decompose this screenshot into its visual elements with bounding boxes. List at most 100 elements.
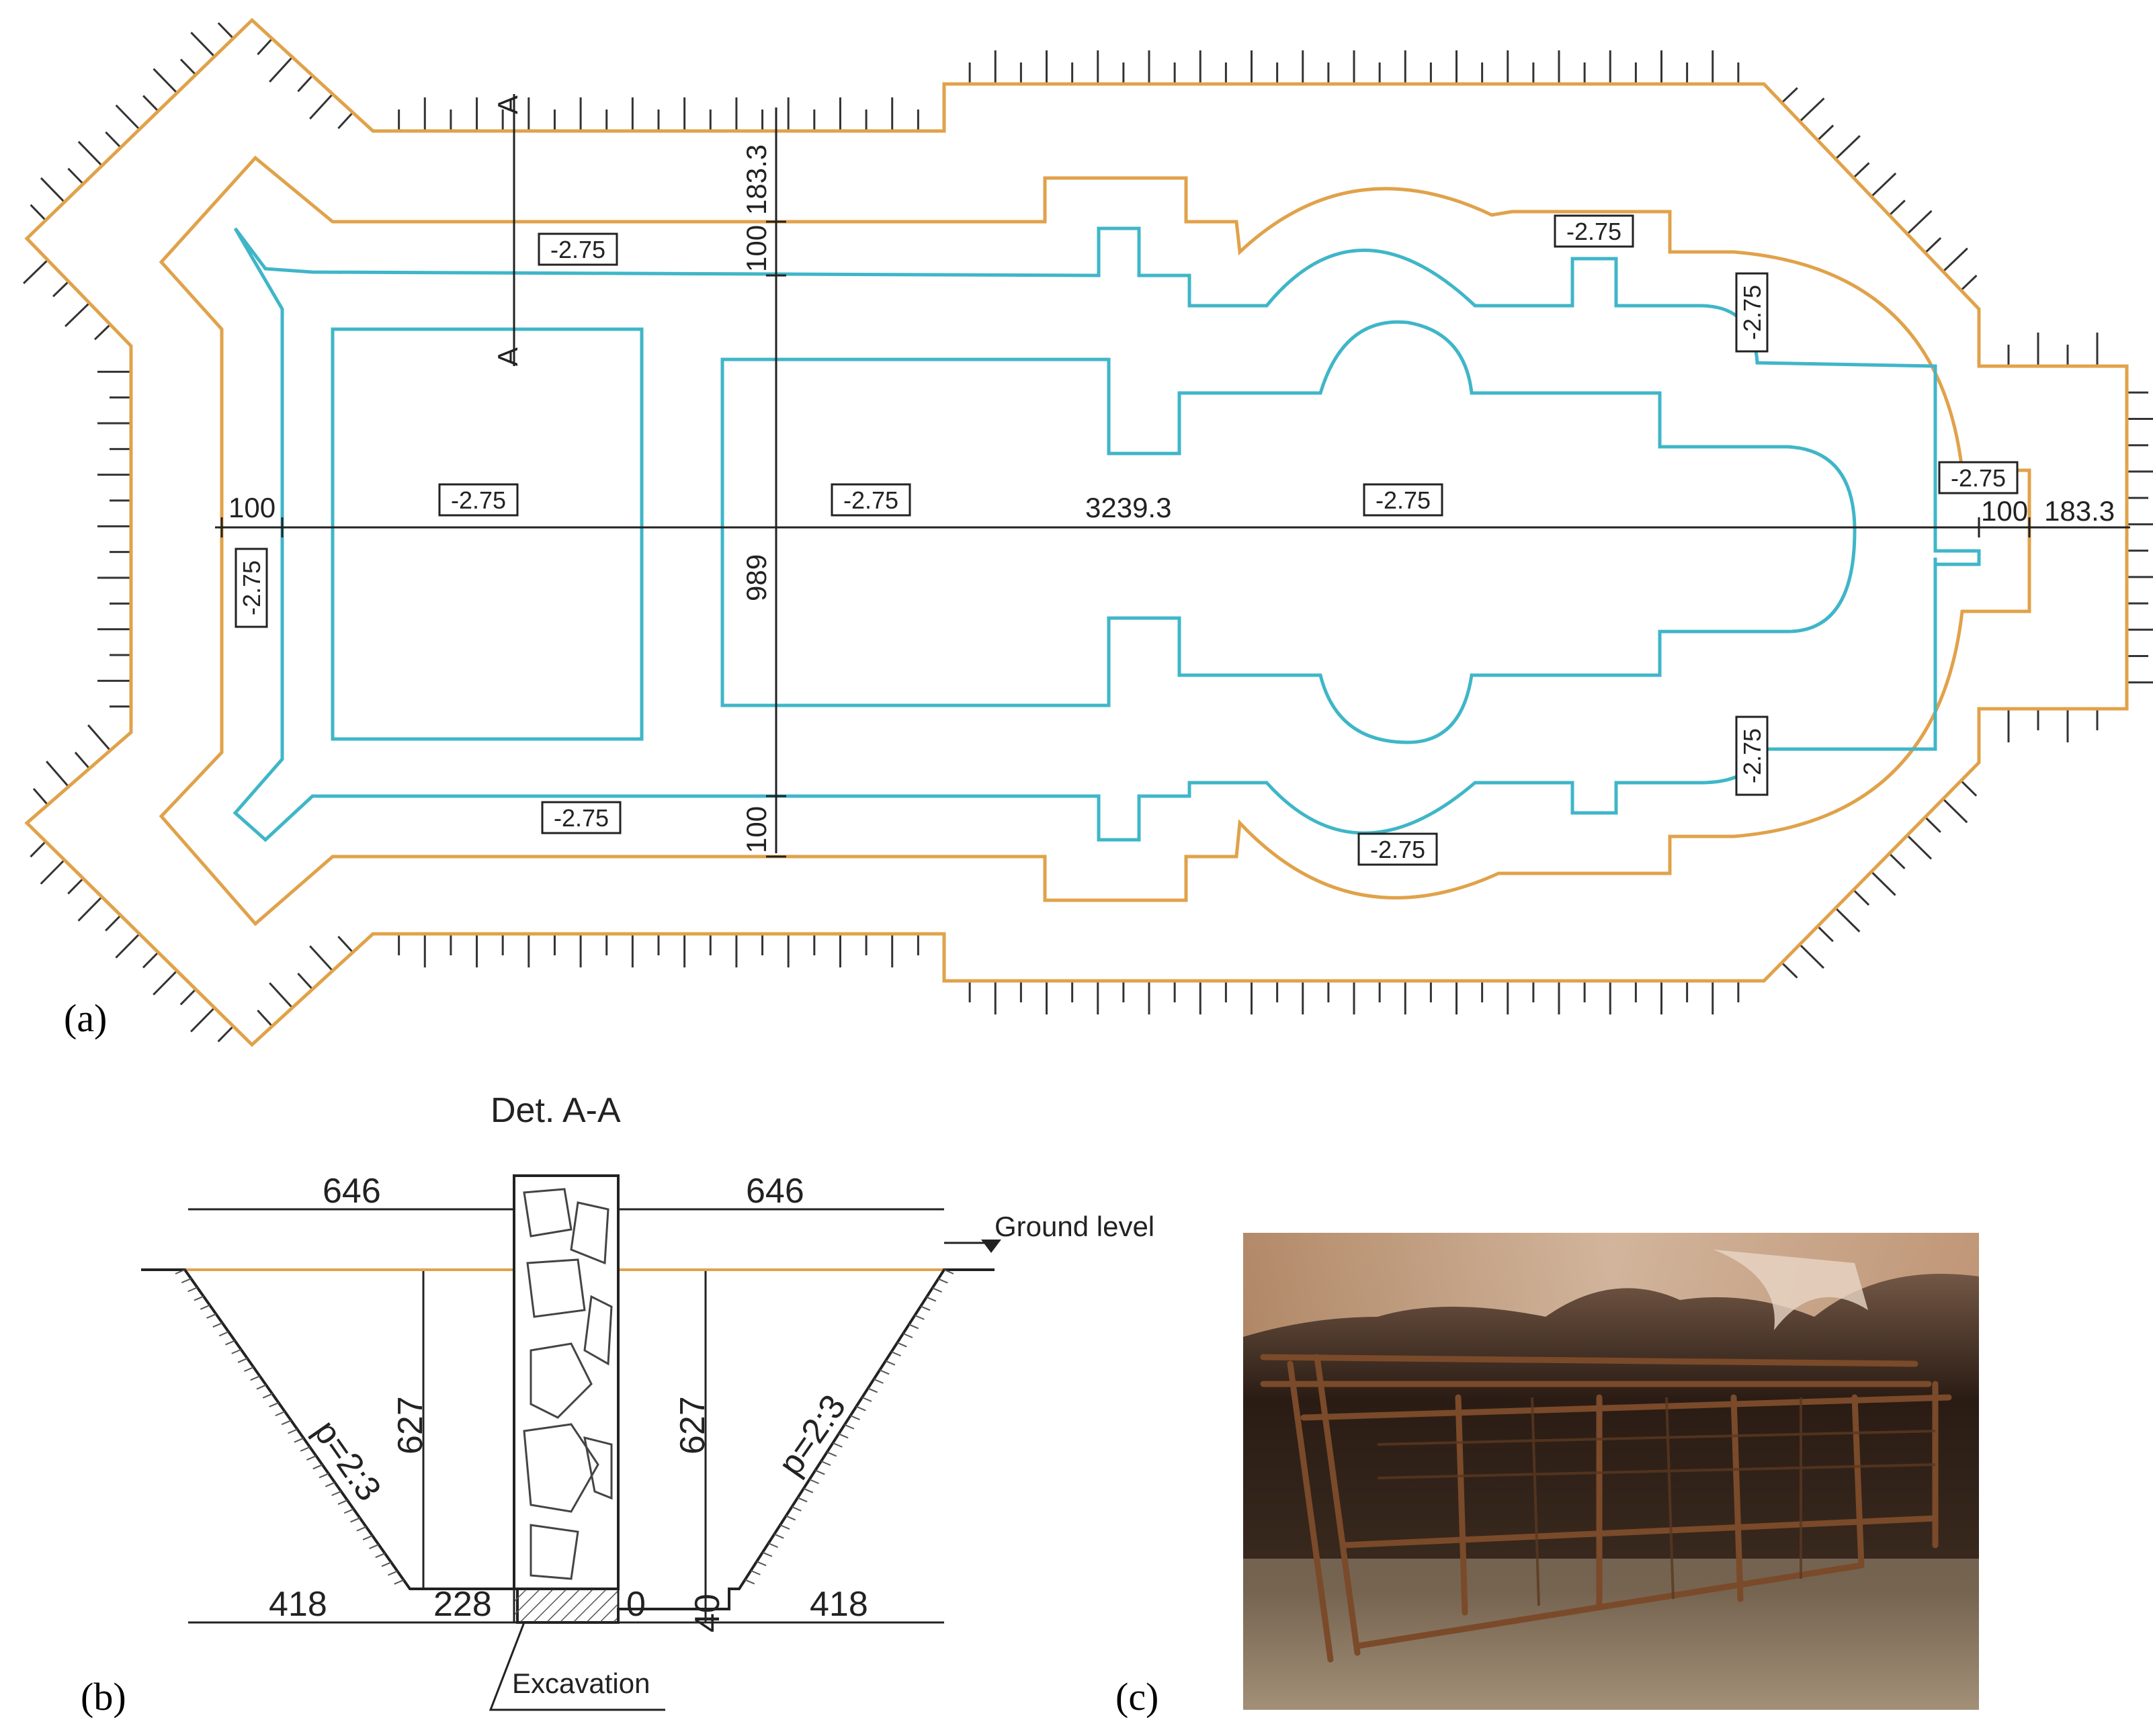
- dim-bottom-gap: 228: [433, 1585, 492, 1624]
- boundary-tick: [1853, 889, 1870, 906]
- slope-hatch-mark: [350, 1517, 360, 1523]
- dim-total-length: 3239.3: [1085, 492, 1171, 523]
- boundary-tick: [105, 914, 122, 932]
- dim-bottom-zero: 0: [626, 1585, 646, 1624]
- boundary-tick: [1942, 247, 1968, 273]
- slope-hatch-mark: [745, 1579, 755, 1585]
- slope-hatch-mark: [827, 1451, 837, 1457]
- slope-hatch-mark: [879, 1369, 890, 1375]
- level-label: -2.75: [1735, 272, 1769, 353]
- boundary-tick: [153, 68, 178, 94]
- level-label-text: -2.75: [238, 560, 265, 615]
- masonry-wall: [513, 1174, 620, 1590]
- slope-hatch-mark: [792, 1506, 802, 1512]
- panel-label-b: (b): [81, 1675, 126, 1719]
- boundary-tick: [142, 951, 159, 969]
- slope-hatch-mark: [218, 1331, 229, 1337]
- slope-hatch-mark: [262, 1393, 273, 1399]
- boundary-tick: [217, 1025, 235, 1043]
- boundary-tick: [52, 280, 70, 298]
- slope-hatch-mark: [275, 1411, 286, 1417]
- boundary-tick: [1906, 210, 1933, 235]
- slope-hatch-mark: [394, 1579, 405, 1585]
- ground-level-label: Ground level: [995, 1211, 1154, 1242]
- level-label: -2.75: [438, 483, 519, 517]
- slope-hatch-mark: [896, 1342, 907, 1348]
- slope-hatch-mark: [381, 1561, 392, 1567]
- boundary-tick: [257, 38, 273, 56]
- slope-hatch-mark: [375, 1553, 386, 1559]
- slope-hatch-mark: [200, 1304, 210, 1310]
- slope-hatch-mark: [387, 1570, 398, 1576]
- boundary-tick: [269, 56, 294, 83]
- rebar-cage-icon: [1260, 1354, 1952, 1663]
- section-marker-top: A: [492, 95, 523, 114]
- slope-hatch-mark: [909, 1323, 919, 1330]
- slope-hatch-mark: [225, 1340, 235, 1346]
- boundary-tick: [1799, 97, 1825, 122]
- boundary-tick: [74, 751, 91, 769]
- boundary-tick: [40, 177, 65, 203]
- dim-right-width: 100: [1981, 495, 2028, 527]
- level-label: -2.75: [1363, 483, 1443, 517]
- level-label: -2.75: [538, 232, 618, 266]
- slope-hatch-mark: [855, 1405, 866, 1412]
- boundary-tick: [179, 988, 197, 1006]
- boundary-tick: [1799, 943, 1825, 969]
- plan-dimension-lines: [215, 94, 2130, 858]
- dim-bottom-right: 418: [810, 1585, 868, 1624]
- boundary-tick: [65, 302, 91, 327]
- level-label: -2.75: [1554, 214, 1634, 248]
- slope-hatch-mark: [915, 1314, 925, 1320]
- boundary-tick: [309, 93, 334, 120]
- slope-hatch-mark: [325, 1481, 335, 1487]
- boundary-tick: [77, 896, 103, 922]
- slope-hatch-mark: [312, 1464, 323, 1470]
- slope-hatch-mark: [288, 1428, 298, 1434]
- dim-top-offset: 183.3: [741, 144, 772, 215]
- level-label-text: -2.75: [1738, 728, 1766, 783]
- slope-hatch-mark: [833, 1442, 843, 1448]
- slope-hatch-mark: [756, 1561, 767, 1567]
- slope-hatch-mark: [281, 1420, 292, 1426]
- dim-depth-left: 627: [391, 1396, 430, 1455]
- slope-hatch-mark: [294, 1437, 304, 1443]
- boundary-tick: [1906, 834, 1933, 860]
- boundary-tick: [115, 104, 140, 130]
- excavation-outer-boundary: [24, 17, 2129, 1047]
- slope-hatch-mark: [820, 1461, 831, 1466]
- slope-hatch-mark: [797, 1497, 808, 1503]
- boundary-tick: [1781, 87, 1798, 104]
- level-label: -2.75: [1357, 832, 1438, 866]
- boundary-tick: [1924, 237, 1942, 254]
- boundary-tick: [46, 761, 70, 787]
- boundary-tick: [269, 982, 294, 1009]
- dim-top-right: 646: [746, 1172, 804, 1211]
- boundary-tick: [23, 259, 49, 284]
- level-label: -2.75: [1735, 715, 1769, 796]
- boundary-tick: [1942, 798, 1968, 824]
- slope-hatch-mark: [885, 1360, 896, 1366]
- slope-hatch: [175, 1269, 954, 1585]
- level-label: -2.75: [1938, 461, 2019, 494]
- slope-hatch-mark: [768, 1543, 778, 1549]
- section-detail: Det. A-A Ground: [81, 1091, 1154, 1719]
- boundary-tick: [1960, 274, 1978, 292]
- slope-hatch-mark: [256, 1384, 267, 1390]
- slope-hatch-mark: [269, 1401, 279, 1407]
- ground-level-marker: [981, 1240, 1001, 1253]
- slope-hatch-mark: [300, 1446, 310, 1452]
- slope-hatch-mark: [356, 1526, 367, 1532]
- slope-hatch-mark: [187, 1287, 198, 1293]
- boundary-tick: [1853, 162, 1870, 179]
- slope-hatch-mark: [902, 1333, 913, 1338]
- boundary-tick: [297, 972, 314, 990]
- excavation-boundary-ticks: [23, 22, 2153, 1043]
- level-labels: -2.75 -2.75 -2.75 -2.75 -2.75 -2.75 -2.75 -2.75…: [235, 214, 2019, 866]
- level-label: -2.75: [541, 801, 622, 834]
- level-label-text: -2.75: [843, 486, 898, 514]
- slope-hatch-mark: [926, 1296, 937, 1302]
- boundary-tick: [87, 724, 112, 751]
- dim-left-width: 100: [228, 492, 276, 523]
